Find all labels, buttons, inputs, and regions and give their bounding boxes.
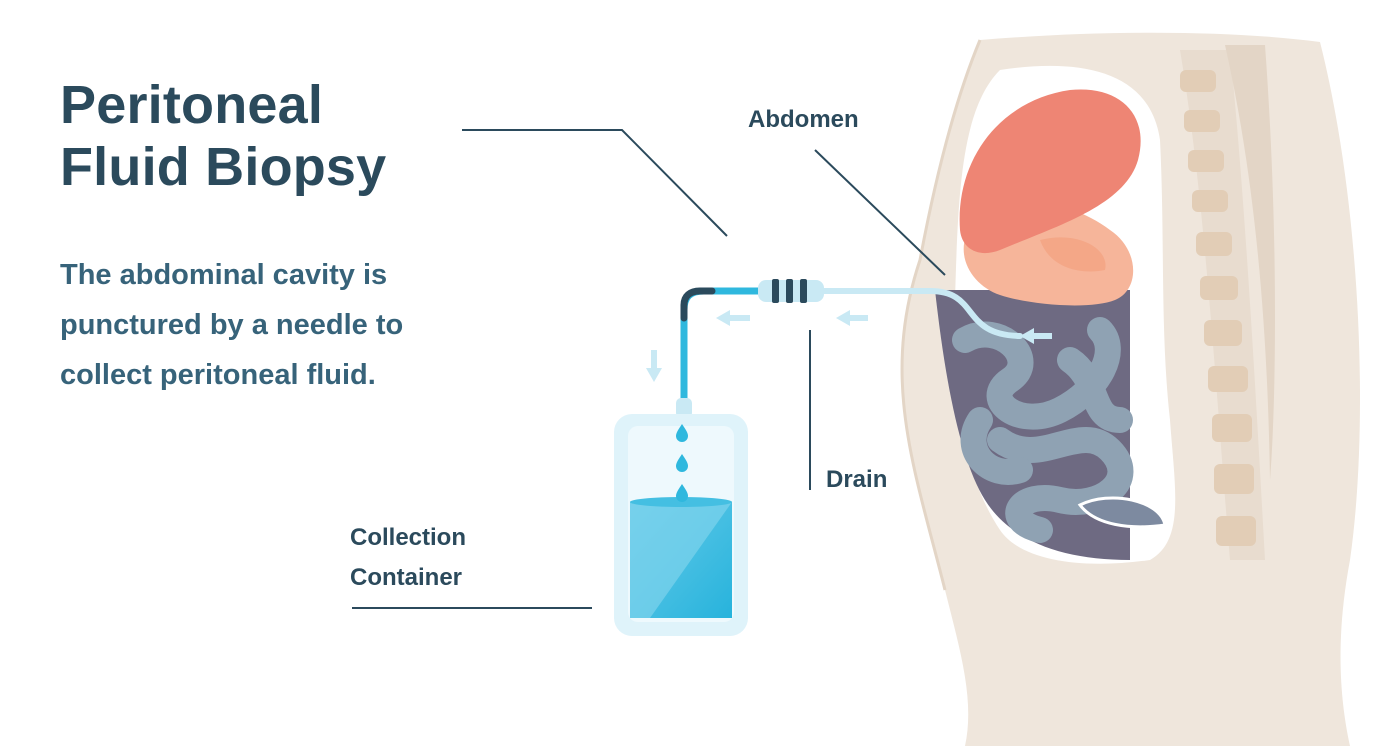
abdomen-label: Abdomen [748, 106, 859, 133]
container-label-line-2: Container [350, 564, 463, 591]
collection-container-label: Collection Container [350, 518, 466, 598]
drop-icon [676, 424, 688, 502]
title-line-1: Peritoneal [60, 75, 324, 135]
spine [1180, 45, 1275, 560]
collection-container [614, 398, 748, 636]
intestines [952, 317, 1134, 543]
title-line-2: Fluid Biopsy [60, 137, 387, 197]
drain-label: Drain [826, 466, 888, 493]
description: The abdominal cavity is punctured by a n… [60, 259, 404, 391]
peritoneal-cavity [935, 290, 1167, 560]
flow-arrow-icon [646, 310, 1052, 382]
page-title: Peritoneal Fluid Biopsy [60, 74, 386, 198]
organs [959, 89, 1141, 306]
drain-tube [680, 279, 1023, 410]
pointer-lines [352, 129, 946, 609]
container-label-line-1: Collection [350, 524, 467, 551]
